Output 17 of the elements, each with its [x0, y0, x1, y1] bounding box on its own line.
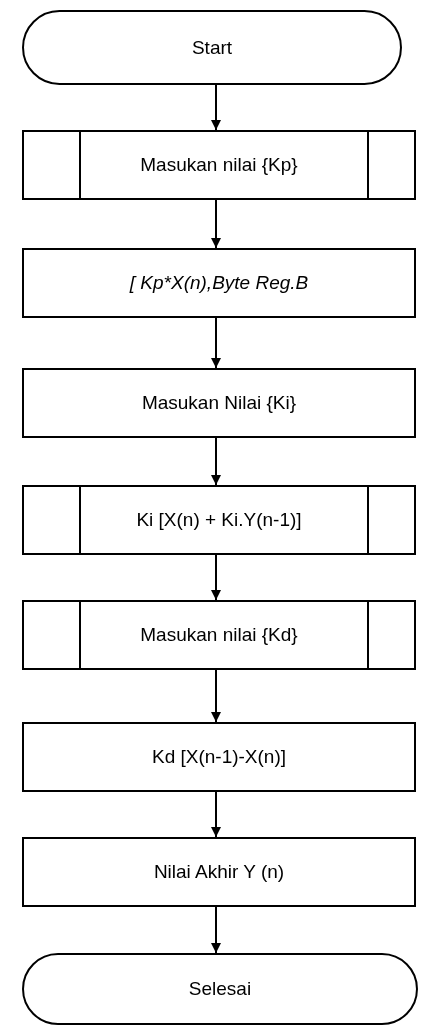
- step-text: Kd [X(n-1)-X(n)]: [151, 746, 287, 768]
- arrow: [211, 554, 221, 601]
- step-text: Ki [X(n) + Ki.Y(n-1)]: [136, 509, 302, 531]
- arrow: [211, 84, 221, 131]
- arrow: [211, 437, 221, 486]
- step-text: Nilai Akhir Y (n): [153, 861, 285, 883]
- arrow: [211, 669, 221, 723]
- step-text: Masukan Nilai {Ki}: [141, 392, 297, 414]
- step-text: Selesai: [188, 978, 252, 1000]
- step-text: Masukan nilai {Kd}: [140, 624, 298, 646]
- step-text: Start: [191, 36, 233, 59]
- step-text: [ Kp*X(n),Byte Reg.B: [129, 272, 309, 294]
- arrow: [211, 906, 221, 954]
- arrow: [211, 199, 221, 249]
- step-text: Masukan nilai {Kp}: [140, 154, 298, 176]
- arrow: [211, 791, 221, 838]
- arrow: [211, 317, 221, 369]
